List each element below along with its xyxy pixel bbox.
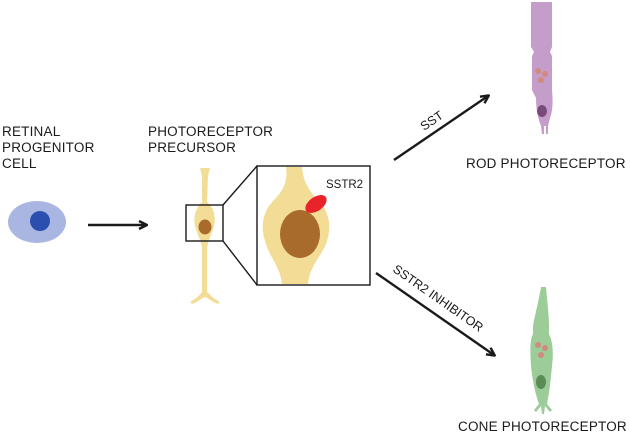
sst-arrow xyxy=(393,96,488,161)
cone-nucleus xyxy=(536,375,546,389)
progenitor-nucleus xyxy=(30,211,50,231)
rod-organelle xyxy=(538,77,544,83)
inhibitor-label: SSTR2 INHIBITOR xyxy=(390,262,485,335)
zoom-line-top xyxy=(222,165,258,206)
cone-organelle xyxy=(538,352,544,358)
zoom-line-bottom xyxy=(222,240,258,286)
progenitor-cell xyxy=(8,201,66,243)
inhibitor-arrow xyxy=(375,272,494,355)
sst-label: SST xyxy=(418,108,446,133)
rod-photoreceptor xyxy=(531,2,553,134)
sstr2-receptor xyxy=(305,195,327,213)
rod-nucleus xyxy=(537,105,547,117)
progenitor-label: RETINAL PROGENITOR CELL xyxy=(2,124,95,171)
cone-label: CONE PHOTORECEPTOR xyxy=(458,419,627,434)
rod-organelle xyxy=(535,68,541,74)
sstr2-label: SSTR2 xyxy=(326,179,363,191)
rod-organelle xyxy=(542,71,548,77)
cone-organelle xyxy=(542,345,548,351)
cone-organelle xyxy=(535,342,541,348)
precursor-cell xyxy=(190,168,220,304)
rod-label: ROD PHOTORECEPTOR xyxy=(466,156,626,171)
precursor-nucleus xyxy=(198,219,212,235)
precursor-label: PHOTORECEPTOR PRECURSOR xyxy=(148,124,274,155)
zoom-inset: SSTR2 xyxy=(256,165,371,286)
zoom-source-box xyxy=(185,204,224,242)
zoomed-nucleus xyxy=(280,210,320,258)
cone-photoreceptor xyxy=(530,287,553,414)
